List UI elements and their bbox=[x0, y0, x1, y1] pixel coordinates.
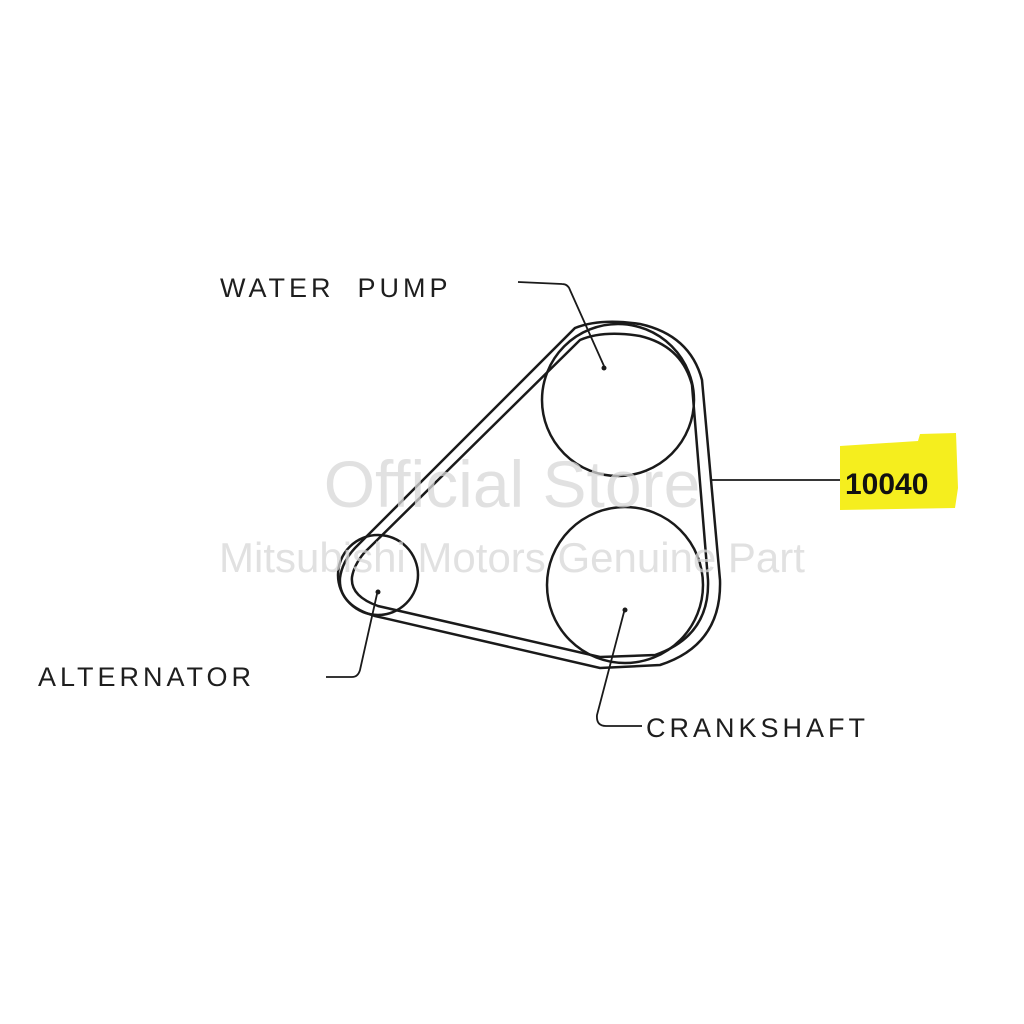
water-pump-center-dot bbox=[601, 365, 607, 371]
crankshaft-pulley bbox=[545, 505, 705, 665]
part-number-highlight bbox=[840, 433, 958, 510]
belt-outer bbox=[338, 320, 722, 670]
watermark-genuine-part: Mitsubishi Motors Genuine Part bbox=[219, 534, 805, 581]
alternator-pulley bbox=[336, 533, 420, 617]
part-number-label: 10040 bbox=[845, 468, 928, 501]
alternator-label: ALTERNATOR bbox=[38, 662, 255, 692]
alternator-leader bbox=[326, 593, 378, 678]
water-pump-leader bbox=[517, 281, 605, 367]
crankshaft-center-dot bbox=[622, 607, 628, 613]
alternator-center-dot bbox=[375, 589, 381, 595]
crankshaft-label: CRANKSHAFT bbox=[646, 713, 869, 743]
watermark-official-store: Official Store bbox=[324, 447, 701, 521]
belt-inner bbox=[350, 332, 710, 659]
water-pump-label: WATER PUMP bbox=[220, 273, 452, 303]
crankshaft-leader bbox=[596, 611, 642, 727]
